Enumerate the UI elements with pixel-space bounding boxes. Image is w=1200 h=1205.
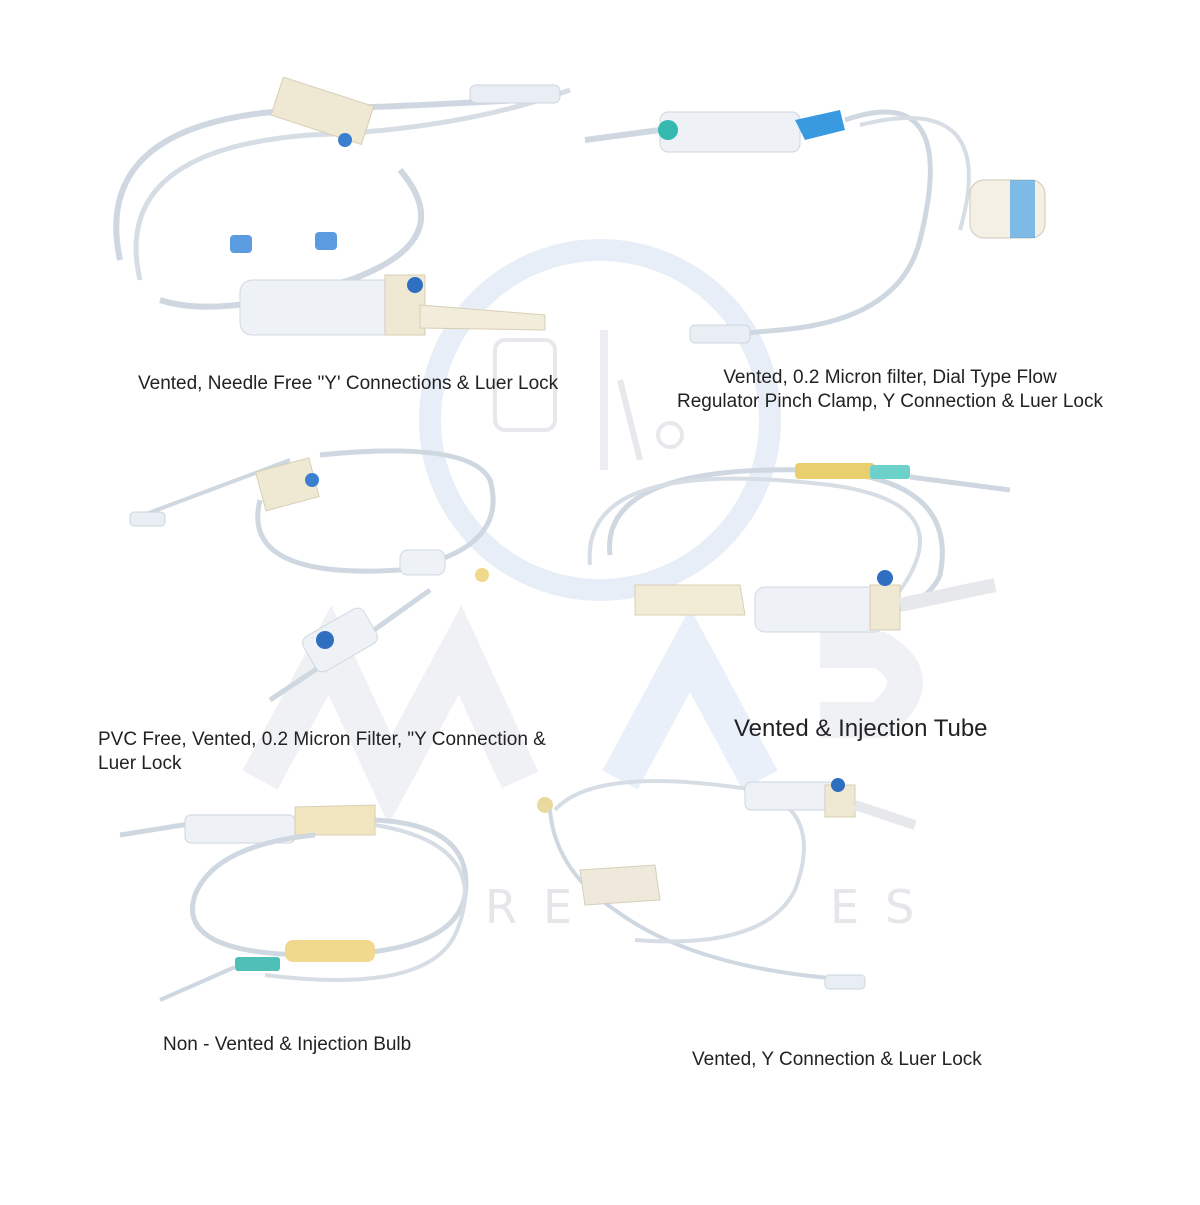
product-2-caption: Vented, 0.2 Micron filter, Dial Type Flo… <box>655 366 1125 414</box>
product-3-caption-line2: Luer Lock <box>98 753 182 774</box>
product-iv-set-3 <box>120 440 520 710</box>
product-iv-set-6 <box>535 770 925 1000</box>
iv-set-2-image <box>584 109 1046 344</box>
product-iv-set-1 <box>100 60 600 360</box>
product-iv-set-4 <box>580 455 1030 655</box>
product-2-caption-line1: Vented, 0.2 Micron filter, Dial Type Flo… <box>723 367 1057 388</box>
product-iv-set-5 <box>115 795 495 1025</box>
product-3-caption-line1: PVC Free, Vented, 0.2 Micron Filter, "Y … <box>98 729 546 750</box>
iv-set-5-image <box>119 804 469 1002</box>
iv-set-3-image <box>129 448 496 703</box>
product-iv-set-2 <box>580 90 1140 360</box>
product-6-caption: Vented, Y Connection & Luer Lock <box>692 1049 982 1070</box>
product-4-caption: Vented & Injection Tube <box>734 715 988 742</box>
iv-set-1-image <box>113 76 571 336</box>
product-5-caption: Non - Vented & Injection Bulb <box>163 1034 412 1055</box>
iv-set-4-image <box>587 463 1011 633</box>
product-1-caption: Vented, Needle Free "Y' Connections & Lu… <box>138 373 559 394</box>
product-2-caption-line2: Regulator Pinch Clamp, Y Connection & Lu… <box>677 391 1103 412</box>
product-3-caption: PVC Free, Vented, 0.2 Micron Filter, "Y … <box>98 728 546 776</box>
iv-set-6-image <box>537 778 917 990</box>
